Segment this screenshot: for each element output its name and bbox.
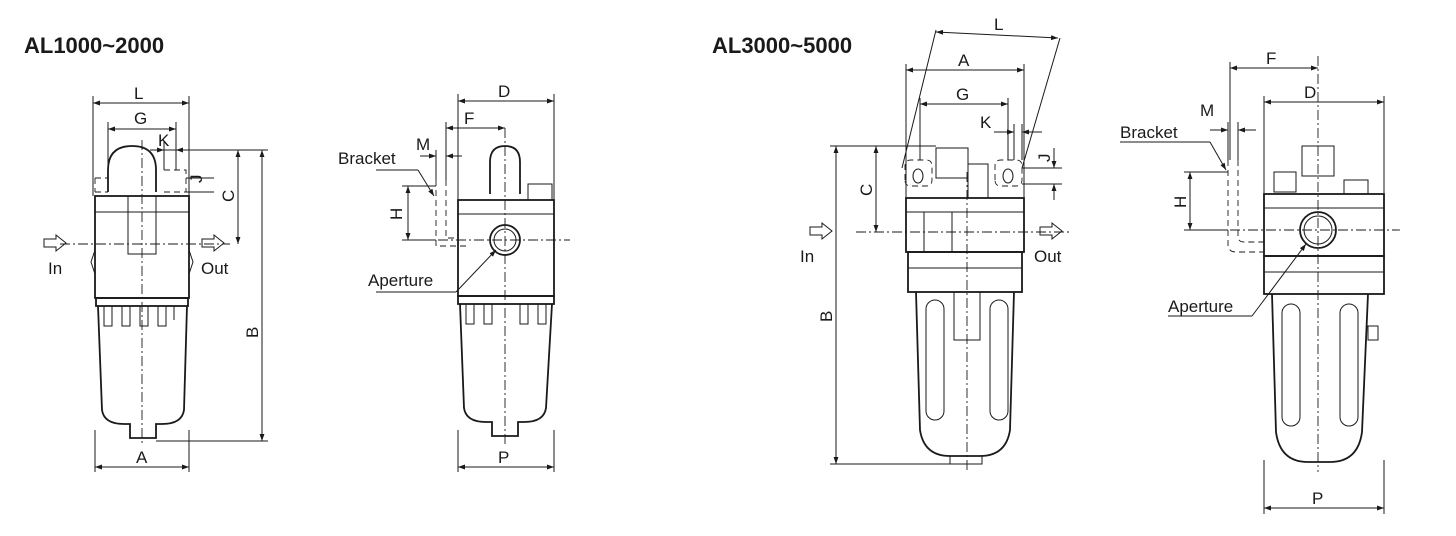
dim-g-1: G xyxy=(134,109,147,128)
dim-a-1: A xyxy=(136,448,148,467)
dim-k-1: K xyxy=(158,131,170,150)
dim-g-2: G xyxy=(956,85,969,104)
al3000-side-dims xyxy=(1120,62,1385,514)
al1000-side-dims xyxy=(376,94,555,472)
label-out-1: Out xyxy=(201,259,229,278)
dim-f-2: F xyxy=(1266,49,1276,68)
label-aperture-1: Aperture xyxy=(368,271,433,290)
label-out-2: Out xyxy=(1034,247,1062,266)
dim-a-2: A xyxy=(958,51,970,70)
dim-l-2: L xyxy=(994,15,1003,34)
al3000-front-view xyxy=(809,147,1070,470)
label-in-1: In xyxy=(48,259,62,278)
label-aperture-2: Aperture xyxy=(1168,297,1233,316)
dim-c-1: C xyxy=(219,190,238,202)
dim-c-2: C xyxy=(857,184,876,196)
dim-k-2: K xyxy=(980,113,992,132)
dim-d-2: D xyxy=(1304,83,1316,102)
al1000-front-view xyxy=(43,140,230,444)
dim-f-1: F xyxy=(464,109,474,128)
al3000-front-dims xyxy=(830,29,1062,465)
title-al3000-5000: AL3000~5000 xyxy=(712,33,852,58)
al3000-side-view xyxy=(1194,56,1400,472)
label-bracket-2: Bracket xyxy=(1120,123,1178,142)
al1000-side-view xyxy=(420,128,570,444)
dim-j-2: J xyxy=(1035,154,1054,163)
dim-m-2: M xyxy=(1200,101,1214,120)
label-bracket-1: Bracket xyxy=(338,149,396,168)
label-in-2: In xyxy=(800,247,814,266)
al1000-front-dims xyxy=(92,96,268,472)
dim-p-1: P xyxy=(498,448,509,467)
dim-m-1: M xyxy=(416,135,430,154)
title-al1000-2000: AL1000~2000 xyxy=(24,33,164,58)
dim-l-1: L xyxy=(134,84,143,103)
dim-p-2: P xyxy=(1312,489,1323,508)
dim-h-2: H xyxy=(1171,196,1190,208)
dim-h-1: H xyxy=(387,208,406,220)
dim-j-1: J xyxy=(187,175,206,184)
dim-b-1: B xyxy=(243,327,262,338)
dim-b-2: B xyxy=(817,311,836,322)
dim-d-1: D xyxy=(498,82,510,101)
